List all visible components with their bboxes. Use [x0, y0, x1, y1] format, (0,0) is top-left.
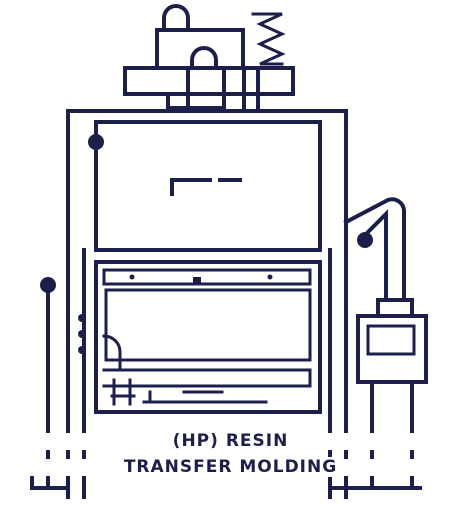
caption-line-1: (HP) RESIN: [0, 431, 461, 451]
mold-bolt-right: [267, 274, 273, 280]
upper-platen: [94, 120, 322, 252]
mold-ladder: [110, 378, 136, 406]
platen-handle: [170, 178, 242, 196]
arm-inner: [357, 209, 388, 302]
control-dot-2: [78, 330, 86, 338]
caption-line-2-text: TRANSFER MOLDING: [117, 457, 344, 477]
caption-line-1-text: (HP) RESIN: [166, 431, 295, 451]
controller-neck: [376, 298, 414, 318]
top-base-block: [123, 66, 295, 96]
indicator-dot-right: [357, 232, 373, 248]
mold-base-line: [142, 390, 268, 404]
lower-platen: [94, 260, 322, 414]
control-dot-3: [78, 346, 86, 354]
mold-bottom-bar: [102, 368, 312, 388]
indicator-dot-top-left: [88, 134, 104, 150]
mold-bolt-left: [129, 274, 135, 280]
control-dot-1: [78, 314, 86, 322]
main-frame: [66, 109, 348, 499]
mold-cavity: [104, 288, 312, 362]
controller-box: [356, 314, 428, 384]
mold-section: [78, 260, 322, 414]
controller-screen: [366, 324, 416, 356]
mold-top-plate: [102, 268, 312, 286]
top-small-box: [186, 66, 226, 110]
top-arch-small: [190, 46, 218, 70]
mold-center-block: [193, 277, 201, 284]
spring-icon: [251, 12, 286, 66]
arm-bend: [343, 197, 406, 302]
caption-line-2: TRANSFER MOLDING: [0, 457, 461, 477]
top-assembly: [123, 4, 295, 110]
mold-arc: [102, 334, 122, 370]
top-foot: [166, 92, 190, 110]
top-center-line: [242, 66, 260, 110]
top-arch-large: [162, 4, 190, 32]
